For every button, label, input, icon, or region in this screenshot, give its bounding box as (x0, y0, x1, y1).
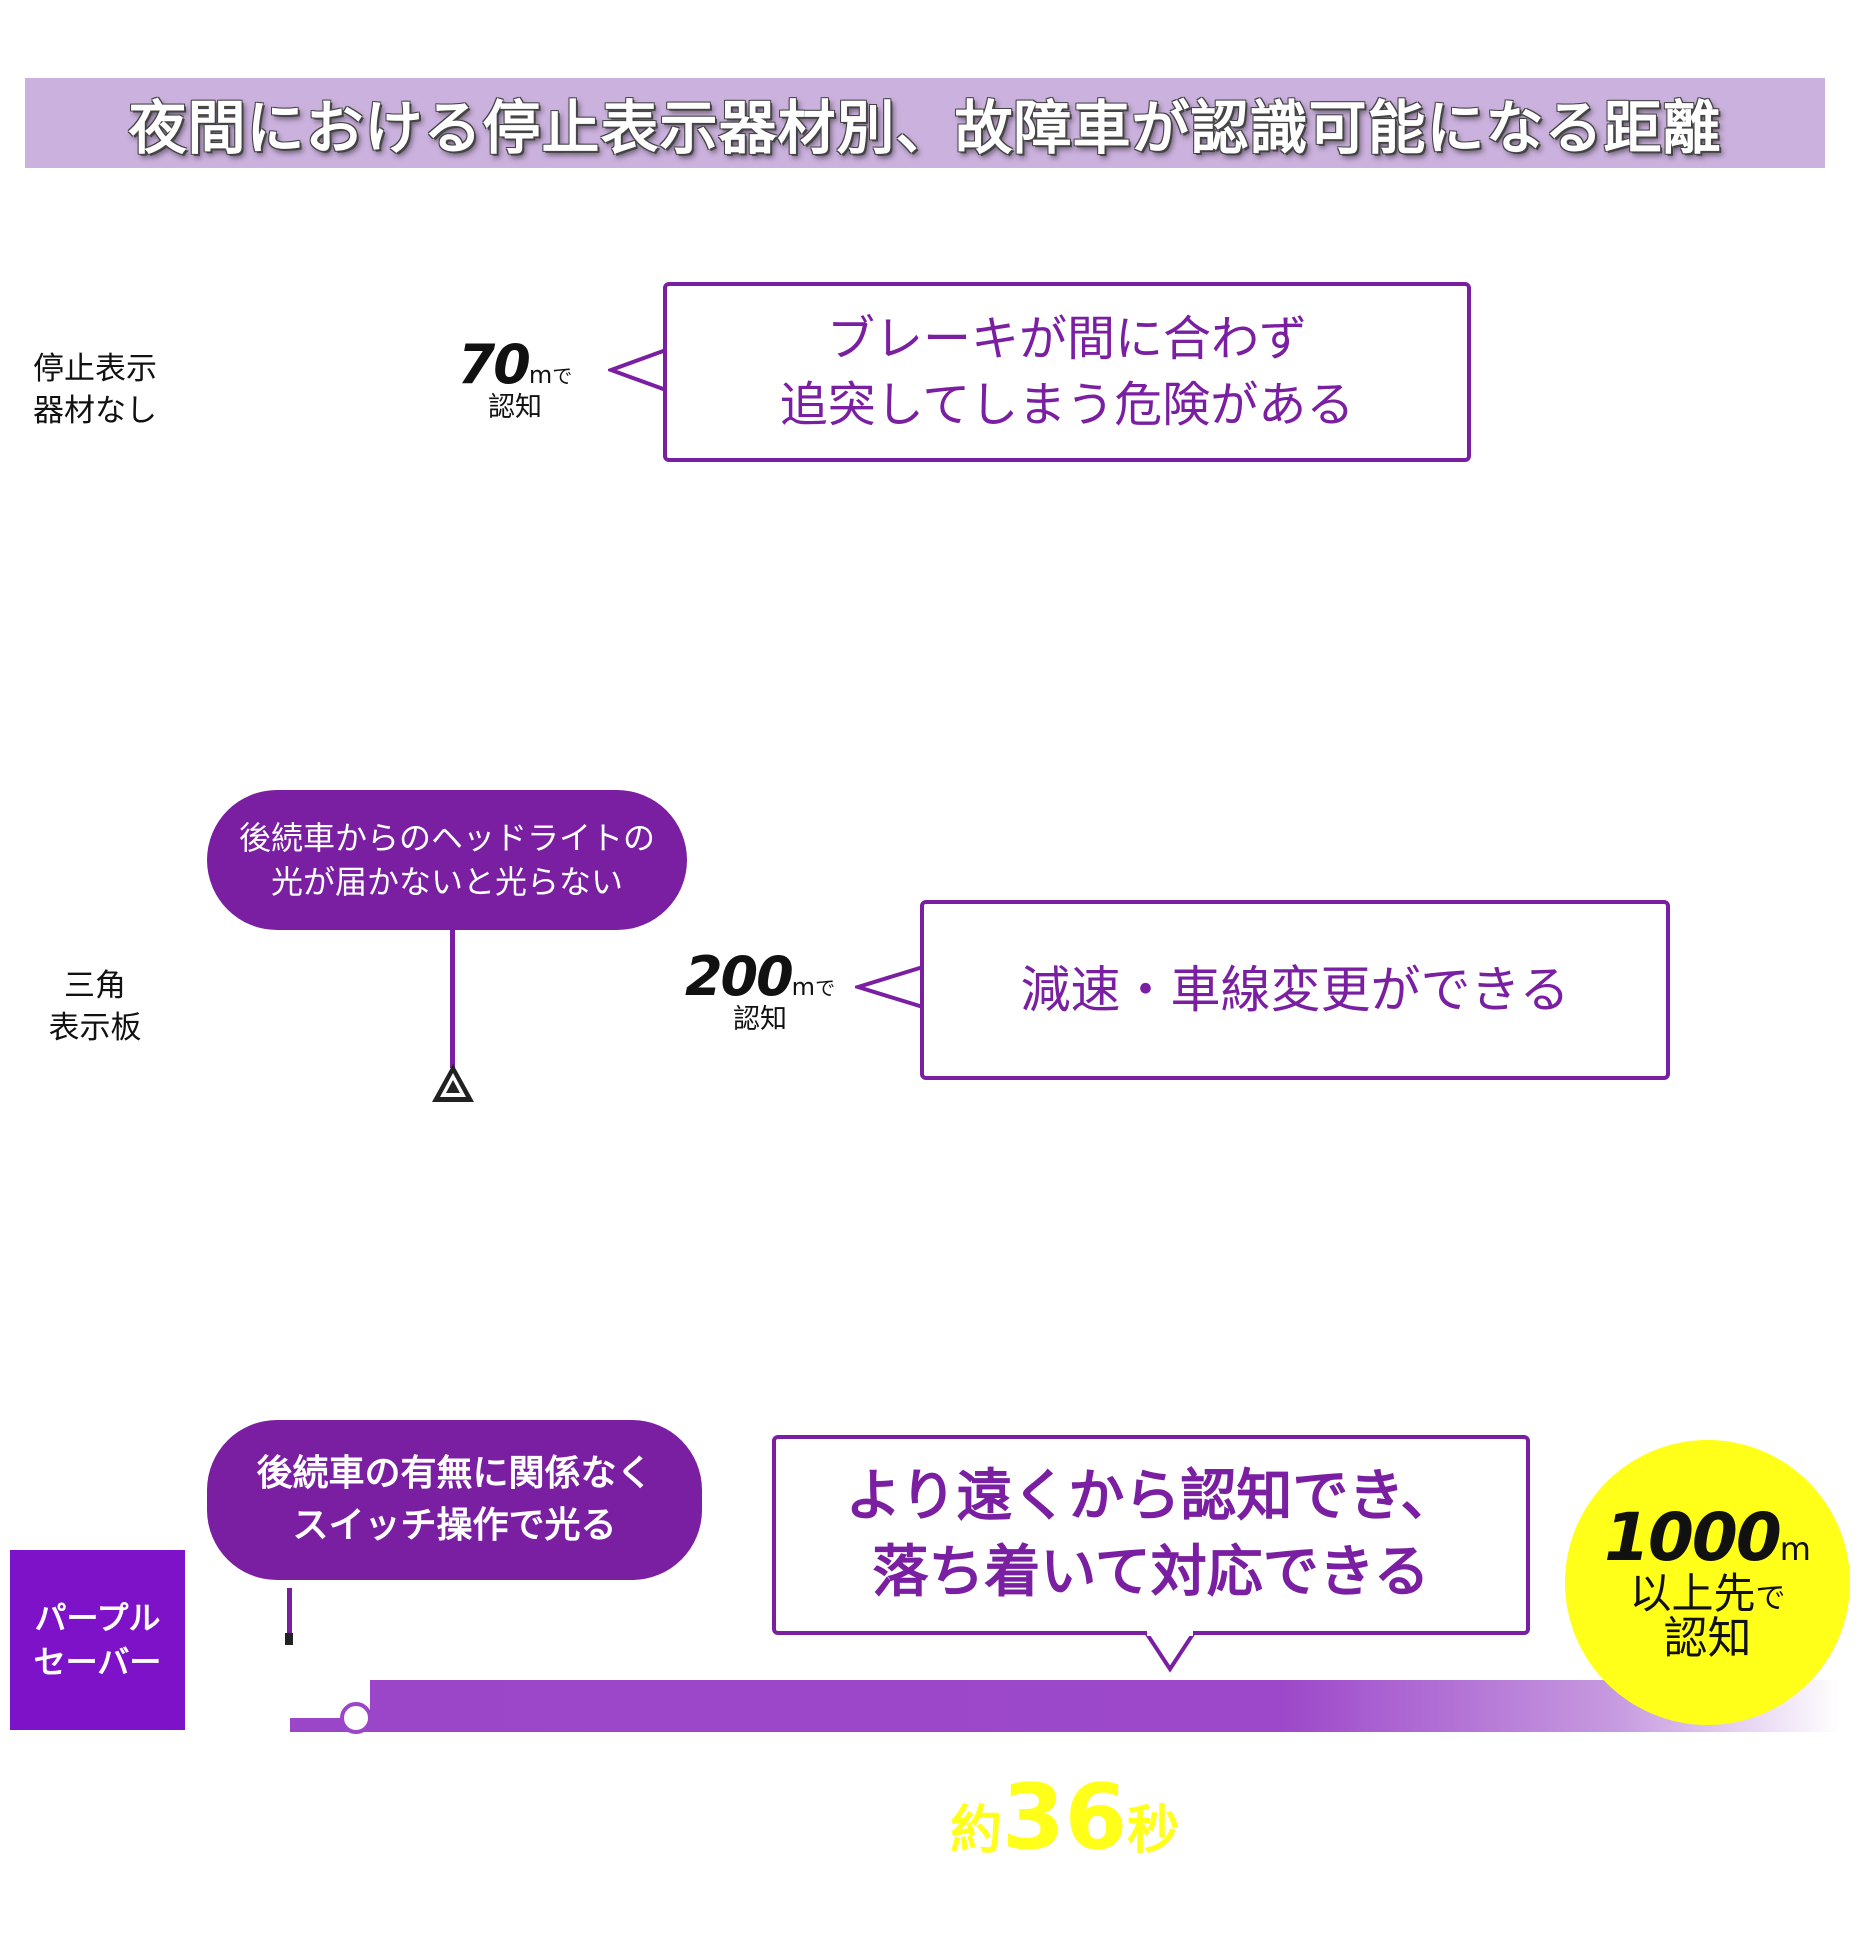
label-line: セーバー (33, 1643, 162, 1681)
note-line: スイッチ操作で光る (292, 1505, 617, 1546)
distance-suffix: で (552, 364, 573, 388)
note-stem (287, 1588, 292, 1638)
callout-purple-saver: より遠くから認知でき、 落ち着いて対応できる (772, 1435, 1530, 1635)
distance-suffix: で (1755, 1581, 1786, 1616)
speech-tail (855, 965, 924, 1009)
distance-1000-circle: 1000m 以上先で 認知 (1565, 1440, 1850, 1725)
distance-recognize: 認知 (488, 392, 542, 423)
note-stem (450, 928, 455, 1068)
warning-triangle-icon (432, 1064, 474, 1102)
callout-triangle: 減速・車線変更ができる (920, 900, 1670, 1080)
distance-200: 200mで 認知 (680, 950, 840, 1035)
callout-line: 落ち着いて対応できる (872, 1540, 1430, 1605)
distance-unit: m (791, 973, 816, 1001)
distance-unit: m (528, 361, 553, 389)
bar-start-point (340, 1702, 372, 1734)
time-36s: 約36秒 (950, 1765, 1179, 1870)
distance-recognize: 認知 (1663, 1613, 1752, 1665)
label-line: パープル (34, 1599, 161, 1637)
callout-line: より遠くから認知でき、 (845, 1464, 1457, 1529)
time-suffix: 秒 (1127, 1801, 1180, 1861)
distance-line2: 以上先 (1629, 1569, 1756, 1618)
device-marker (285, 1633, 293, 1645)
page-title: 夜間における停止表示器材別、故障車が認識可能になる距離 (128, 94, 1722, 162)
note-line: 後続車からのヘッドライトの (238, 819, 655, 857)
label-line: 器材なし (33, 393, 157, 429)
note-line: 光が届かないと光らない (270, 863, 623, 901)
label-line: 表示板 (48, 1010, 142, 1046)
callout-line: ブレーキが間に合わず (826, 311, 1307, 367)
distance-value: 1000 (1604, 1498, 1782, 1576)
row-label-no-device: 停止表示 器材なし (25, 348, 165, 432)
distance-70: 70mで 認知 (445, 338, 585, 423)
distance-recognize: 認知 (733, 1004, 787, 1035)
speech-tail (608, 348, 667, 392)
distance-value: 70 (457, 333, 531, 396)
title-band: 夜間における停止表示器材別、故障車が認識可能になる距離 (25, 78, 1825, 168)
row-label-triangle: 三角 表示板 (25, 965, 165, 1049)
distance-value: 200 (684, 945, 794, 1008)
label-line: 三角 (64, 968, 126, 1004)
callout-line: 減速・車線変更ができる (1020, 961, 1570, 1019)
badge-purple-saver: パープル セーバー (10, 1550, 185, 1730)
distance-unit: m (1779, 1529, 1811, 1568)
speech-tail (1143, 1631, 1197, 1673)
time-prefix: 約 (950, 1801, 1003, 1861)
label-line: 停止表示 (33, 351, 157, 387)
callout-line: 追突してしまう危険がある (779, 377, 1355, 433)
note-triangle: 後続車からのヘッドライトの 光が届かないと光らない (207, 790, 687, 930)
time-value: 36 (1002, 1765, 1128, 1870)
distance-bar (370, 1680, 1840, 1732)
callout-no-device: ブレーキが間に合わず 追突してしまう危険がある (663, 282, 1471, 462)
distance-suffix: で (815, 976, 836, 1000)
note-line: 後続車の有無に関係なく (256, 1453, 653, 1494)
note-purple-saver: 後続車の有無に関係なく スイッチ操作で光る (207, 1420, 702, 1580)
